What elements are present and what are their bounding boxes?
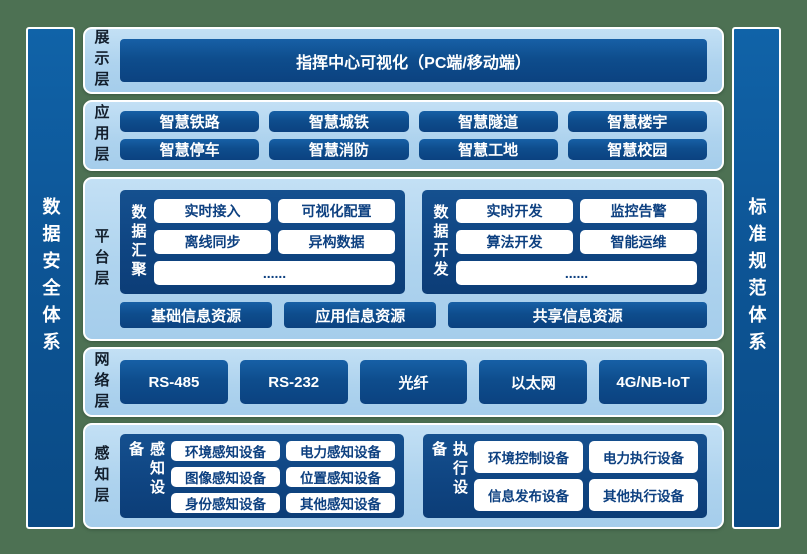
chip: 实时开发	[456, 199, 573, 223]
layer-panel-network: 网络层 RS-485 RS-232 光纤 以太网 4G/NB-IoT	[83, 347, 724, 417]
layers-column: 展示层 指挥中心可视化（PC端/移动端） 应用层 智慧铁路 智慧城铁 智慧隧道 …	[83, 27, 724, 529]
group-data-aggregation-label: 数据汇聚	[129, 204, 147, 280]
platform-groups: 数据汇聚 实时接入 可视化配置 离线同步 异构数据 ...... 数据开发	[120, 190, 707, 294]
group-execution-devices-chips: 环境控制设备 电力执行设备 信息发布设备 其他执行设备	[474, 441, 698, 511]
app-box: 智慧铁路	[120, 111, 260, 132]
chip: 身份感知设备	[171, 493, 280, 513]
chip: 位置感知设备	[286, 467, 395, 487]
chip: 图像感知设备	[171, 467, 280, 487]
chip-more: ......	[456, 261, 697, 285]
resource-box: 共享信息资源	[448, 302, 707, 328]
chip: 可视化配置	[278, 199, 395, 223]
sidebar-standard-spec: 标准规范体系	[732, 27, 781, 529]
sidebar-data-security-label: 数据安全体系	[40, 197, 61, 359]
layer-panel-platform: 平台层 数据汇聚 实时接入 可视化配置 离线同步 异构数据 ......	[83, 177, 724, 341]
group-data-aggregation-chips: 实时接入 可视化配置 离线同步 异构数据 ......	[154, 199, 395, 285]
sidebar-data-security: 数据安全体系	[26, 27, 75, 529]
layer-label-network: 网络层	[92, 350, 110, 414]
resource-box: 应用信息资源	[284, 302, 437, 328]
group-sensing-devices: 感知设备 环境感知设备 电力感知设备 图像感知设备 位置感知设备 身份感知设备 …	[120, 434, 404, 518]
chip: 电力感知设备	[286, 441, 395, 461]
layer-label-platform: 平台层	[92, 227, 110, 291]
chip: 离线同步	[154, 230, 271, 254]
network-box: 4G/NB-IoT	[599, 360, 707, 404]
app-box: 智慧城铁	[269, 111, 409, 132]
app-box: 智慧消防	[269, 139, 409, 160]
platform-resources: 基础信息资源 应用信息资源 共享信息资源	[120, 302, 707, 328]
group-execution-devices-label: 执行设备	[430, 441, 468, 498]
app-box: 智慧隧道	[418, 111, 558, 132]
chip: 环境控制设备	[474, 441, 583, 473]
chip: 电力执行设备	[589, 441, 698, 473]
layer-label-perception: 感知层	[92, 444, 110, 508]
app-box: 智慧楼宇	[567, 111, 707, 132]
command-center-box: 指挥中心可视化（PC端/移动端）	[120, 39, 707, 82]
group-data-development-chips: 实时开发 监控告警 算法开发 智能运维 ......	[456, 199, 697, 285]
network-box: 以太网	[479, 360, 588, 404]
group-execution-devices: 执行设备 环境控制设备 电力执行设备 信息发布设备 其他执行设备	[423, 434, 707, 518]
chip: 算法开发	[456, 230, 573, 254]
layer-label-presentation: 展示层	[92, 29, 110, 92]
network-content: RS-485 RS-232 光纤 以太网 4G/NB-IoT	[117, 349, 722, 415]
platform-content: 数据汇聚 实时接入 可视化配置 离线同步 异构数据 ...... 数据开发	[117, 179, 722, 339]
app-box: 智慧停车	[120, 139, 260, 160]
network-box: RS-485	[120, 360, 228, 404]
network-box: RS-232	[239, 360, 348, 404]
chip: 环境感知设备	[171, 441, 280, 461]
presentation-content: 指挥中心可视化（PC端/移动端）	[117, 29, 722, 92]
app-box: 智慧工地	[418, 139, 558, 160]
chip: 实时接入	[154, 199, 271, 223]
layer-panel-presentation: 展示层 指挥中心可视化（PC端/移动端）	[83, 27, 724, 94]
layer-label-application: 应用层	[92, 104, 110, 167]
layer-panel-application: 应用层 智慧铁路 智慧城铁 智慧隧道 智慧楼宇 智慧停车 智慧消防 智慧工地 智…	[83, 100, 724, 171]
sidebar-standard-spec-label: 标准规范体系	[746, 197, 767, 359]
network-box: 光纤	[359, 360, 468, 404]
group-data-development: 数据开发 实时开发 监控告警 算法开发 智能运维 ......	[422, 190, 707, 294]
chip-more: ......	[154, 261, 395, 285]
resource-box: 基础信息资源	[120, 302, 273, 328]
chip: 异构数据	[278, 230, 395, 254]
group-data-aggregation: 数据汇聚 实时接入 可视化配置 离线同步 异构数据 ......	[120, 190, 405, 294]
chip: 智能运维	[580, 230, 697, 254]
chip: 其他执行设备	[589, 479, 698, 511]
group-sensing-devices-chips: 环境感知设备 电力感知设备 图像感知设备 位置感知设备 身份感知设备 其他感知设…	[171, 441, 395, 513]
chip: 其他感知设备	[286, 493, 395, 513]
chip: 信息发布设备	[474, 479, 583, 511]
layer-panel-perception: 感知层 感知设备 环境感知设备 电力感知设备 图像感知设备 位置感知设备 身份感…	[83, 423, 724, 529]
group-data-development-label: 数据开发	[431, 204, 449, 280]
group-sensing-devices-label: 感知设备	[127, 441, 165, 498]
application-content: 智慧铁路 智慧城铁 智慧隧道 智慧楼宇 智慧停车 智慧消防 智慧工地 智慧校园	[117, 102, 722, 169]
perception-content: 感知设备 环境感知设备 电力感知设备 图像感知设备 位置感知设备 身份感知设备 …	[117, 425, 722, 527]
chip: 监控告警	[580, 199, 697, 223]
app-box: 智慧校园	[567, 139, 707, 160]
